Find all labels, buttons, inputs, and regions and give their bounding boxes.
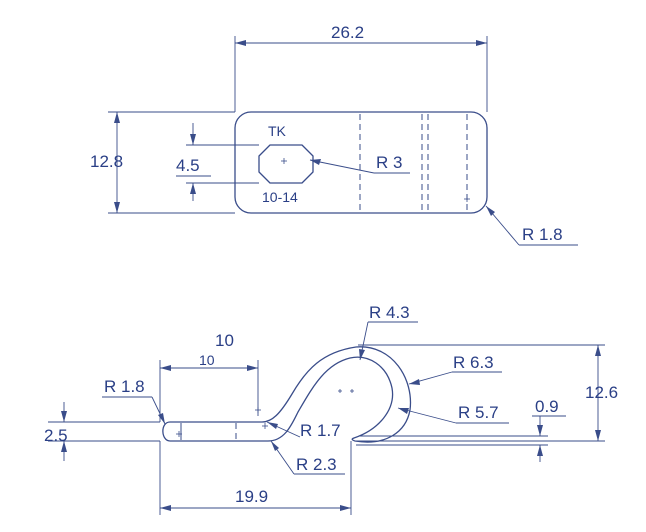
- radius-hole: R 3: [376, 153, 402, 172]
- side-profile: [162, 346, 412, 443]
- dim-10-small: 10: [199, 352, 215, 368]
- dim-thickness-right: 0.9: [535, 397, 559, 416]
- label-tk: TK: [268, 123, 287, 139]
- radius-bend-inner: R 1.7: [300, 421, 341, 440]
- top-view-outline: [234, 111, 488, 214]
- radius-left: R 1.8: [104, 377, 145, 396]
- dim-hole: 4.5: [176, 156, 200, 175]
- side-view: 10 10 R 1.8 2.5 R 1.7 R 2.3 R 4.3: [44, 303, 618, 515]
- radius-corner: R 1.8: [522, 225, 563, 244]
- radius-top: R 4.3: [369, 303, 410, 322]
- center-mark-right: [464, 196, 470, 202]
- top-view: TK 10-14 26.2 12.8 4.5 R 3 R 1.: [90, 23, 578, 246]
- dim-length: 19.9: [235, 487, 268, 506]
- dim-thickness-left: 2.5: [44, 426, 68, 445]
- radius-bend-outer: R 2.3: [296, 455, 337, 474]
- dim-height-side: 12.6: [585, 383, 618, 402]
- label-10-14: 10-14: [262, 189, 298, 205]
- dim-10-bold: 10: [215, 331, 234, 350]
- dim-width: 26.2: [331, 23, 364, 42]
- octagon-hole: [258, 144, 314, 184]
- dim-height: 12.8: [90, 152, 123, 171]
- radius-outer: R 6.3: [453, 353, 494, 372]
- radius-inner: R 5.7: [458, 403, 499, 422]
- hole-center-mark: [281, 158, 287, 164]
